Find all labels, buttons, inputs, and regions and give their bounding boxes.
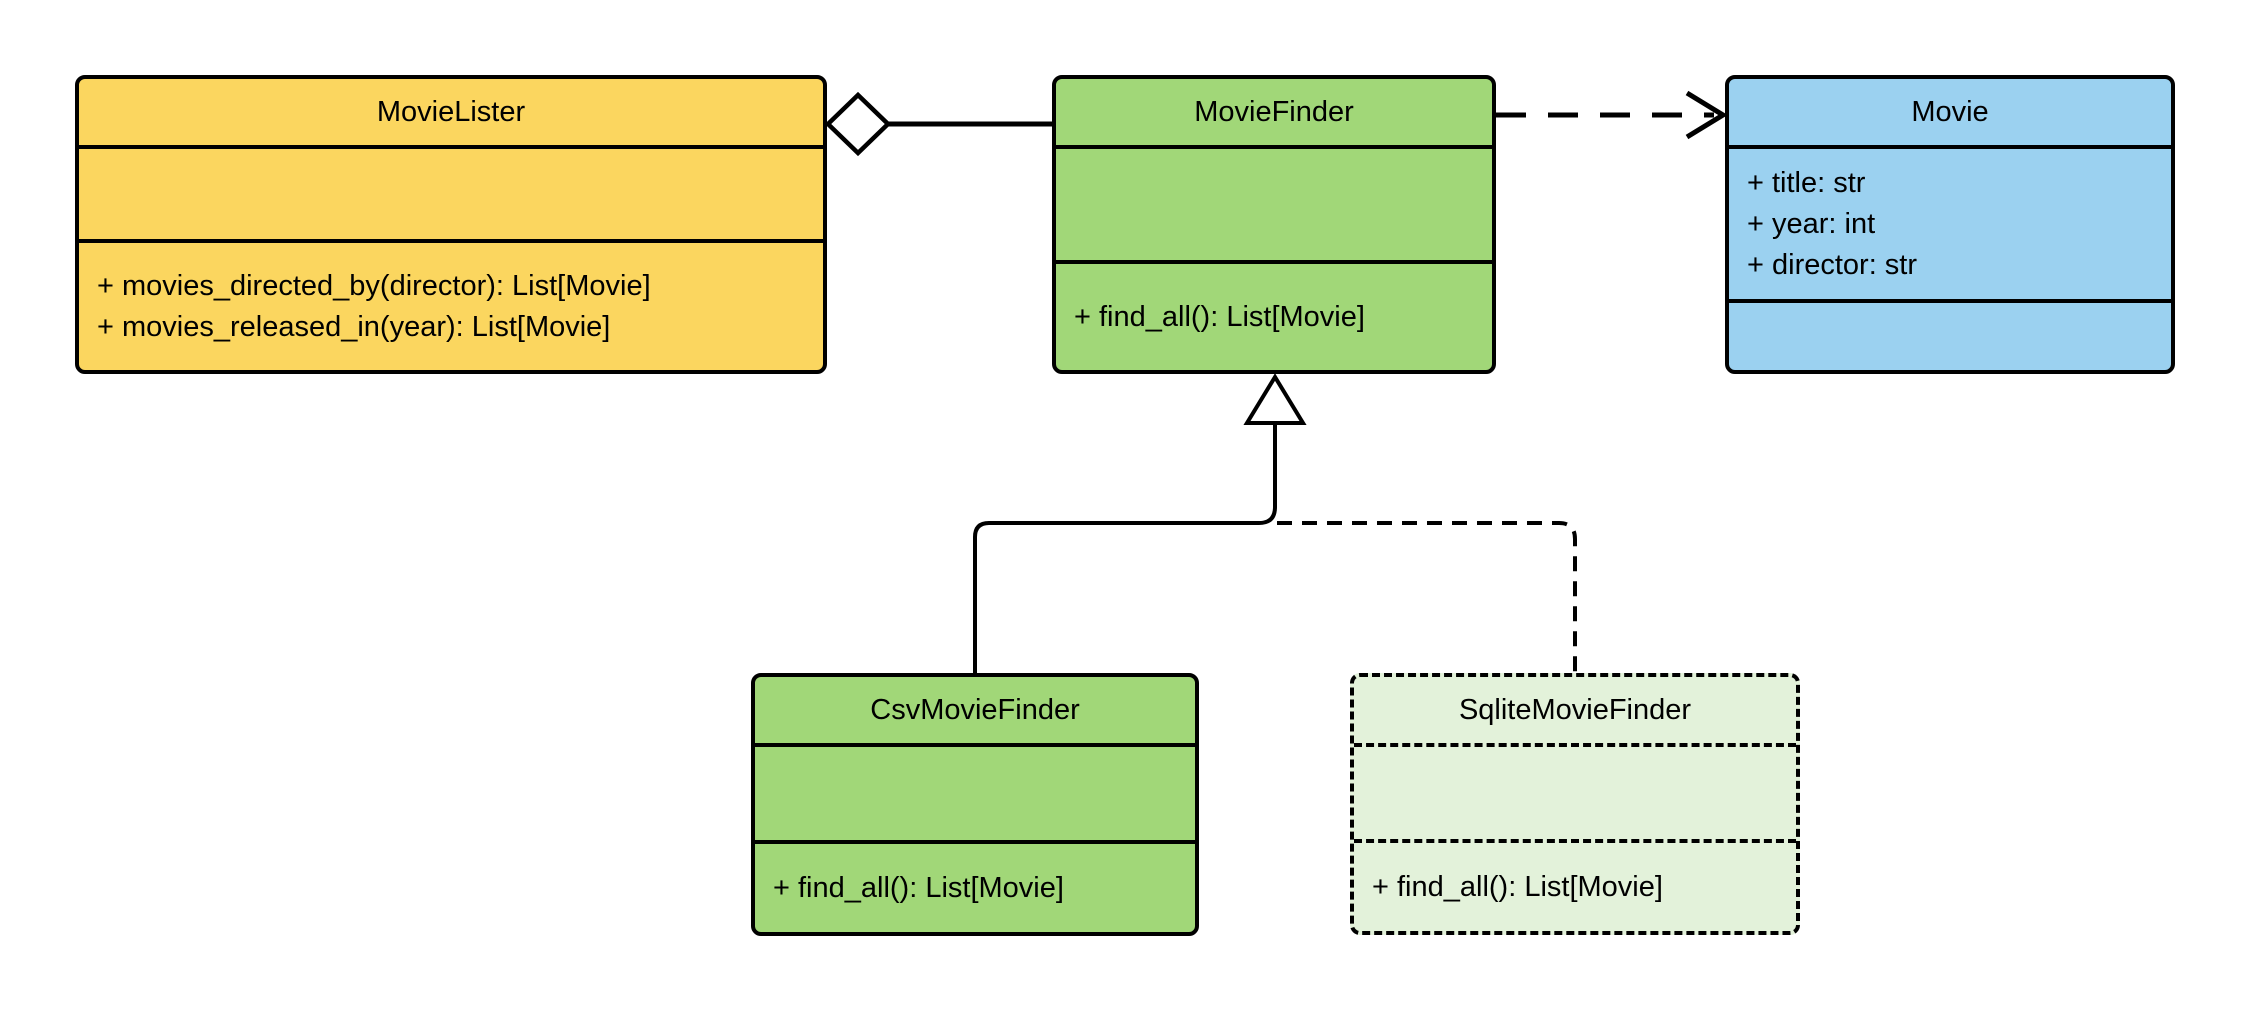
dependency-arrowhead-icon — [1685, 90, 1728, 140]
class-box-movielister: MovieLister + movies_directed_by(directo… — [75, 75, 827, 374]
attribute-year: + year: int — [1747, 207, 1876, 240]
method-find-all: + find_all(): List[Movie] — [1074, 300, 1365, 333]
class-attributes-sqlitemoviefinder — [1354, 743, 1796, 839]
class-box-csvmoviefinder: CsvMovieFinder + find_all(): List[Movie] — [751, 673, 1199, 936]
dependency-link-moviefinder-movie — [1496, 90, 1728, 140]
class-methods-sqlitemoviefinder: + find_all(): List[Movie] — [1354, 839, 1796, 931]
attribute-title: + title: str — [1747, 166, 1866, 199]
generalization-triangle-icon — [1243, 373, 1307, 425]
class-methods-movie — [1729, 299, 2171, 370]
generalization-link-sqlitemoviefinder-moviefinder — [1277, 521, 1577, 673]
class-title-csvmoviefinder: CsvMovieFinder — [870, 693, 1080, 726]
attribute-director: + director: str — [1747, 248, 1918, 281]
class-attributes-movie: + title: str + year: int + director: str — [1729, 145, 2171, 299]
class-attributes-csvmoviefinder — [755, 743, 1195, 840]
aggregation-link-movielister-moviefinder — [824, 91, 1052, 157]
method-find-all: + find_all(): List[Movie] — [1372, 870, 1663, 903]
class-title-movielister: MovieLister — [376, 95, 526, 128]
method-movies-released-in: + movies_released_in(year): List[Movie] — [97, 310, 611, 343]
class-box-moviefinder: MovieFinder + find_all(): List[Movie] — [1052, 75, 1496, 374]
class-attributes-movielister — [79, 145, 823, 239]
method-find-all: + find_all(): List[Movie] — [773, 871, 1064, 904]
class-methods-csvmoviefinder: + find_all(): List[Movie] — [755, 840, 1195, 932]
class-box-sqlitemoviefinder: SqliteMovieFinder + find_all(): List[Mov… — [1350, 673, 1800, 935]
class-title-movie: Movie — [1911, 95, 1989, 128]
class-box-movie: Movie + title: str + year: int + directo… — [1725, 75, 2175, 374]
class-attributes-moviefinder — [1056, 145, 1492, 260]
class-title-moviefinder: MovieFinder — [1194, 95, 1354, 128]
class-methods-moviefinder: + find_all(): List[Movie] — [1056, 260, 1492, 370]
generalization-link-csvmoviefinder-moviefinder — [973, 423, 1277, 673]
aggregation-diamond-icon — [824, 91, 892, 157]
class-title-sqlitemoviefinder: SqliteMovieFinder — [1458, 693, 1692, 726]
method-movies-directed-by: + movies_directed_by(director): List[Mov… — [97, 269, 651, 302]
class-methods-movielister: + movies_directed_by(director): List[Mov… — [79, 239, 823, 370]
